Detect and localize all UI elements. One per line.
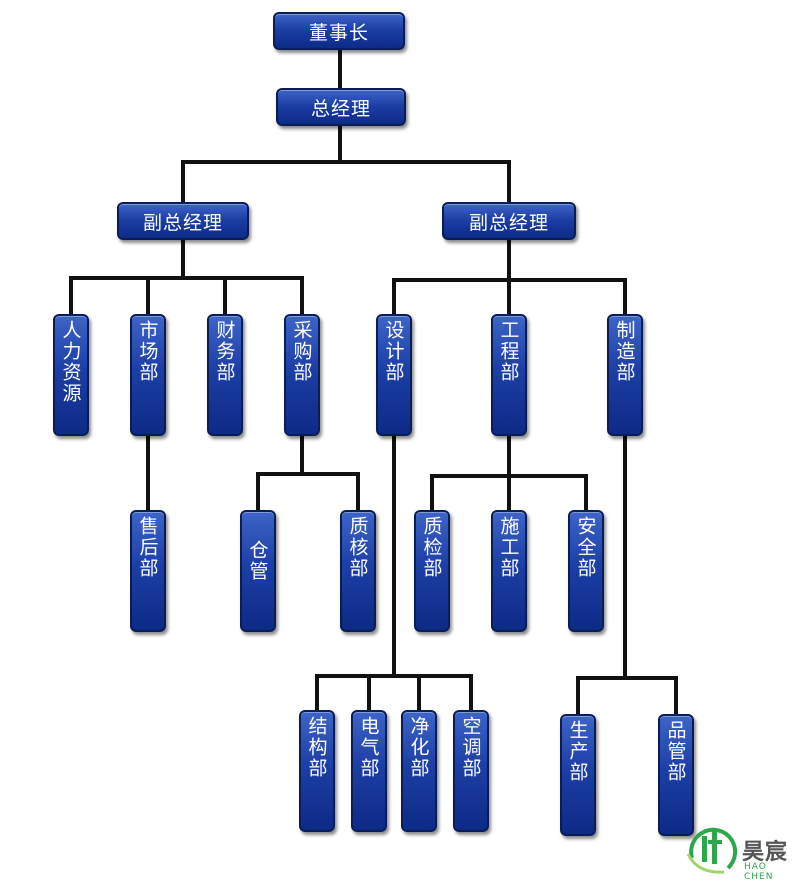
vice-gm-right-box: 副总经理 [442,202,576,240]
construction-dept-label: 施工部 [497,516,520,579]
general-manager-label: 总经理 [310,97,371,120]
electrical-dept-box: 电气部 [351,710,387,832]
purify-dept-label: 净化部 [407,716,430,779]
market-dept-box: 市场部 [130,314,166,436]
qc-inspect-dept-box: 质检部 [414,510,450,632]
quality-dept-label: 品管部 [664,720,687,783]
engineering-dept-box: 工程部 [491,314,527,436]
structure-dept-label: 结构部 [305,716,328,779]
haochen-logo-icon [686,827,738,874]
finance-dept-label: 财务部 [213,320,236,383]
general-manager-box: 总经理 [276,88,406,126]
production-dept-label: 生产部 [566,720,589,783]
qc-review-dept-box: 质核部 [340,510,376,632]
aftersales-dept-label: 售后部 [136,516,159,579]
design-dept-label: 设计部 [382,320,405,383]
aftersales-dept-box: 售后部 [130,510,166,632]
purchase-dept-box: 采购部 [284,314,320,436]
hr-dept-label: 人力资源 [59,320,82,404]
chairman-label: 董事长 [308,21,369,44]
electrical-dept-label: 电气部 [357,716,380,779]
warehouse-box: 仓管 [240,510,276,632]
hr-dept-box: 人力资源 [53,314,89,436]
manufacturing-dept-label: 制造部 [613,320,636,383]
purify-dept-box: 净化部 [401,710,437,832]
hvac-dept-box: 空调部 [453,710,489,832]
logo-name: 昊宸 [742,840,789,865]
qc-review-dept-label: 质核部 [346,516,369,579]
vice-gm-left-label: 副总经理 [142,211,223,234]
vice-gm-left-box: 副总经理 [117,202,249,240]
construction-dept-box: 施工部 [491,510,527,632]
market-dept-label: 市场部 [136,320,159,383]
purchase-dept-label: 采购部 [290,320,313,383]
safety-dept-box: 安全部 [568,510,604,632]
safety-dept-label: 安全部 [574,516,597,579]
vice-gm-right-label: 副总经理 [468,211,549,234]
design-dept-box: 设计部 [376,314,412,436]
chairman-box: 董事长 [273,12,405,50]
finance-dept-box: 财务部 [207,314,243,436]
quality-dept-box: 品管部 [658,714,694,836]
engineering-dept-label: 工程部 [497,320,520,383]
structure-dept-box: 结构部 [299,710,335,832]
production-dept-box: 生产部 [560,714,596,836]
warehouse-label: 仓管 [246,540,269,582]
hvac-dept-label: 空调部 [459,716,482,779]
logo-subtitle: HAO CHEN [744,862,774,882]
qc-inspect-dept-label: 质检部 [420,516,443,579]
manufacturing-dept-box: 制造部 [607,314,643,436]
